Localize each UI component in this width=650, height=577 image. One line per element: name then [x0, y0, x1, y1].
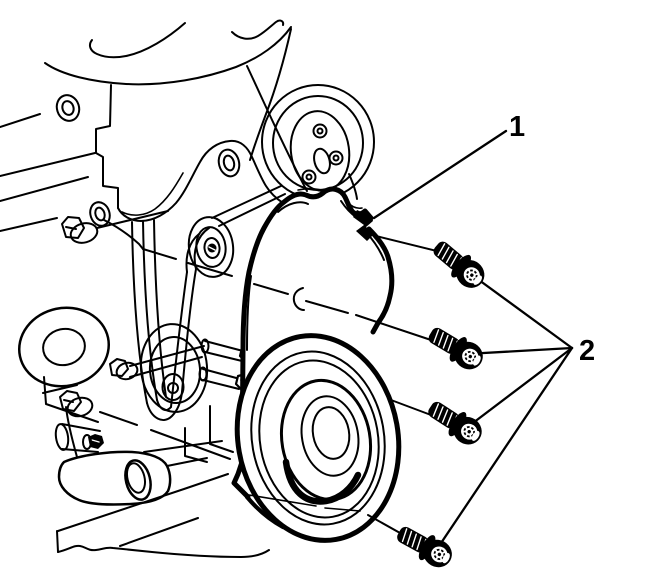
bolt-icon — [426, 234, 492, 295]
hex-bolt-icon — [61, 216, 99, 244]
bolt-hole-boss — [55, 94, 241, 227]
cover-inner-lines — [245, 200, 385, 465]
callout-1-leader — [372, 129, 508, 220]
callout-2-leader — [433, 346, 574, 554]
bolt-icon — [391, 518, 458, 574]
idler-pulley — [187, 216, 235, 278]
accessory-pulley — [261, 84, 375, 200]
block-sweep-edge — [117, 139, 284, 222]
callout-2-label: 2 — [579, 335, 595, 367]
lower-idler-wheel — [17, 306, 111, 388]
bolts-layer — [391, 234, 492, 574]
cover-bolt-hole-crescent — [292, 287, 305, 311]
block-step-edge — [95, 84, 119, 209]
callout-1-label: 1 — [509, 111, 525, 143]
callout-2-leader — [463, 346, 574, 431]
hex-bolt-icon — [59, 358, 139, 418]
cover-outline — [231, 186, 374, 500]
drive-belt — [131, 185, 286, 421]
callout-2-leader — [464, 346, 574, 356]
callout-2-leader — [466, 270, 574, 350]
bolt-icon — [422, 394, 489, 452]
bolt-icon — [422, 319, 490, 376]
oil-pan-rail — [56, 473, 270, 558]
callout-2-leaders — [433, 270, 574, 554]
cover-notch — [353, 210, 374, 241]
engine-block-linework — [0, 19, 375, 558]
crankshaft-bore — [234, 333, 402, 543]
block-face-lines — [0, 113, 169, 232]
engine-mount-bracket — [57, 405, 234, 506]
callouts: 1 2 — [372, 111, 595, 367]
